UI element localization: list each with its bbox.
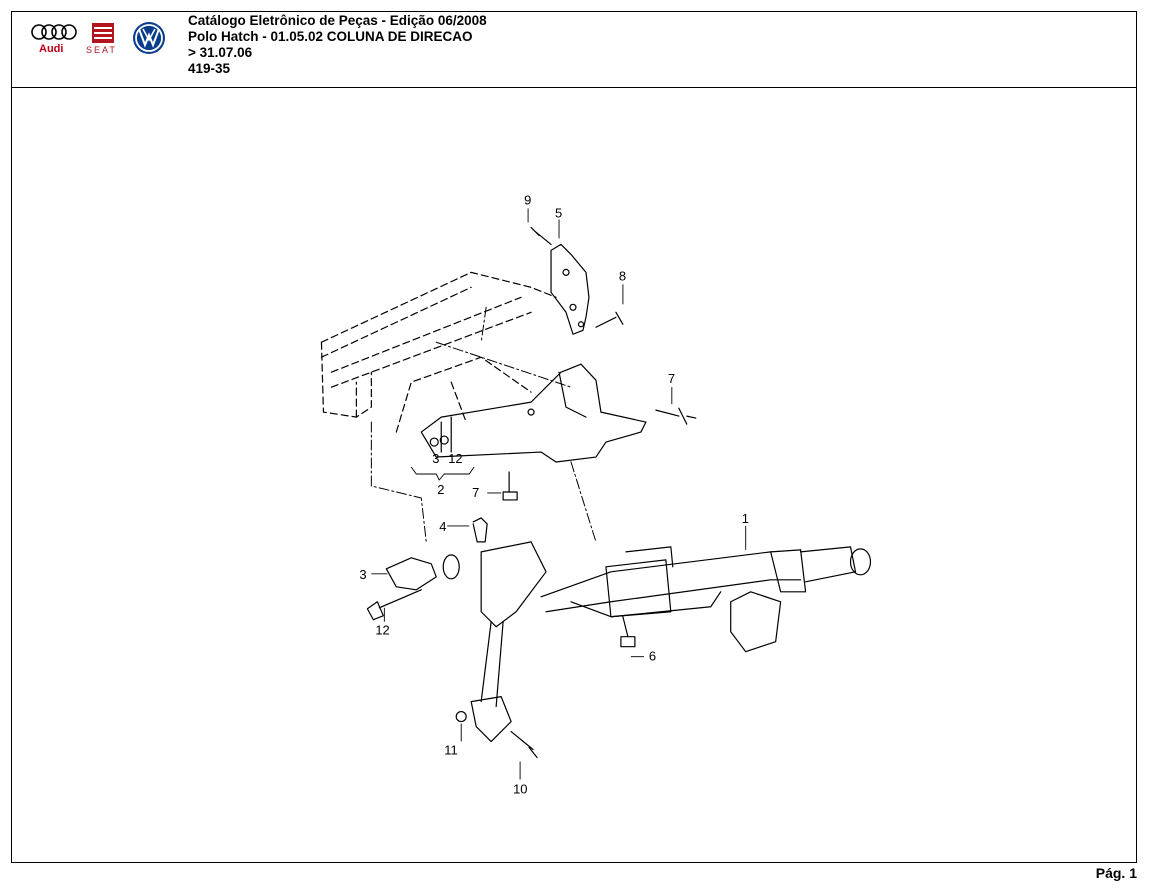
seat-logo-icon [92, 23, 114, 43]
callout-6: 6 [649, 649, 656, 664]
callout-7-right: 7 [668, 371, 675, 386]
intermediate-shaft [480, 541, 547, 628]
callout-5: 5 [555, 205, 562, 220]
mounting-bracket [420, 363, 647, 463]
steering-column-part-1 [540, 546, 872, 653]
header: Audi SEAT Catálogo Eletrônico de Peças -… [12, 12, 1136, 88]
seat-wordmark: SEAT [86, 45, 117, 55]
callout-3-lower: 3 [359, 567, 366, 582]
callout-12-lower: 12 [375, 623, 389, 638]
header-title-block: Catálogo Eletrônico de Peças - Edição 06… [188, 13, 487, 77]
crossmember-outline [320, 271, 557, 433]
bolt-part-10 [510, 730, 538, 759]
bolt-part-12 [366, 589, 422, 621]
parts-diagram: 9 5 8 7 3 12 2 7 4 1 3 12 6 11 10 [320, 192, 872, 796]
callout-7-lower: 7 [472, 485, 479, 500]
nut-part-11 [455, 710, 467, 723]
model-section-title: Polo Hatch - 01.05.02 COLUNA DE DIRECAO [188, 29, 473, 44]
callout-10: 10 [513, 781, 527, 796]
callout-11: 11 [444, 743, 457, 758]
screw-part-9 [530, 226, 552, 246]
bolt-part-7-right [655, 407, 697, 425]
callout-12-upper: 12 [448, 451, 462, 466]
illustration-number: 419-35 [188, 61, 231, 76]
clamp-lever-part-3 [385, 557, 437, 591]
callout-9: 9 [524, 192, 531, 207]
assembly-lines [370, 306, 597, 543]
callout-2: 2 [437, 482, 444, 497]
page-number: Pág. 1 [1095, 865, 1137, 881]
bolt-part-4 [472, 517, 488, 543]
audi-wordmark: Audi [39, 43, 63, 55]
audi-logo-icon [31, 24, 77, 40]
screw-part-8 [595, 311, 624, 328]
bolt-part-6 [620, 616, 636, 648]
bracket-part-5 [550, 243, 590, 335]
brand-logos: Audi SEAT [31, 22, 165, 55]
callout-8: 8 [619, 268, 626, 283]
callout-4: 4 [439, 519, 446, 534]
date-range: > 31.07.06 [188, 45, 253, 60]
catalog-title: Catálogo Eletrônico de Peças - Edição 06… [188, 13, 487, 28]
vw-logo-icon [133, 22, 165, 54]
page-frame: Audi SEAT Catálogo Eletrônico de Peças -… [11, 11, 1137, 863]
callout-3-upper: 3 [432, 451, 439, 466]
callout-1: 1 [742, 511, 749, 526]
bolt-part-7-lower [502, 471, 518, 501]
